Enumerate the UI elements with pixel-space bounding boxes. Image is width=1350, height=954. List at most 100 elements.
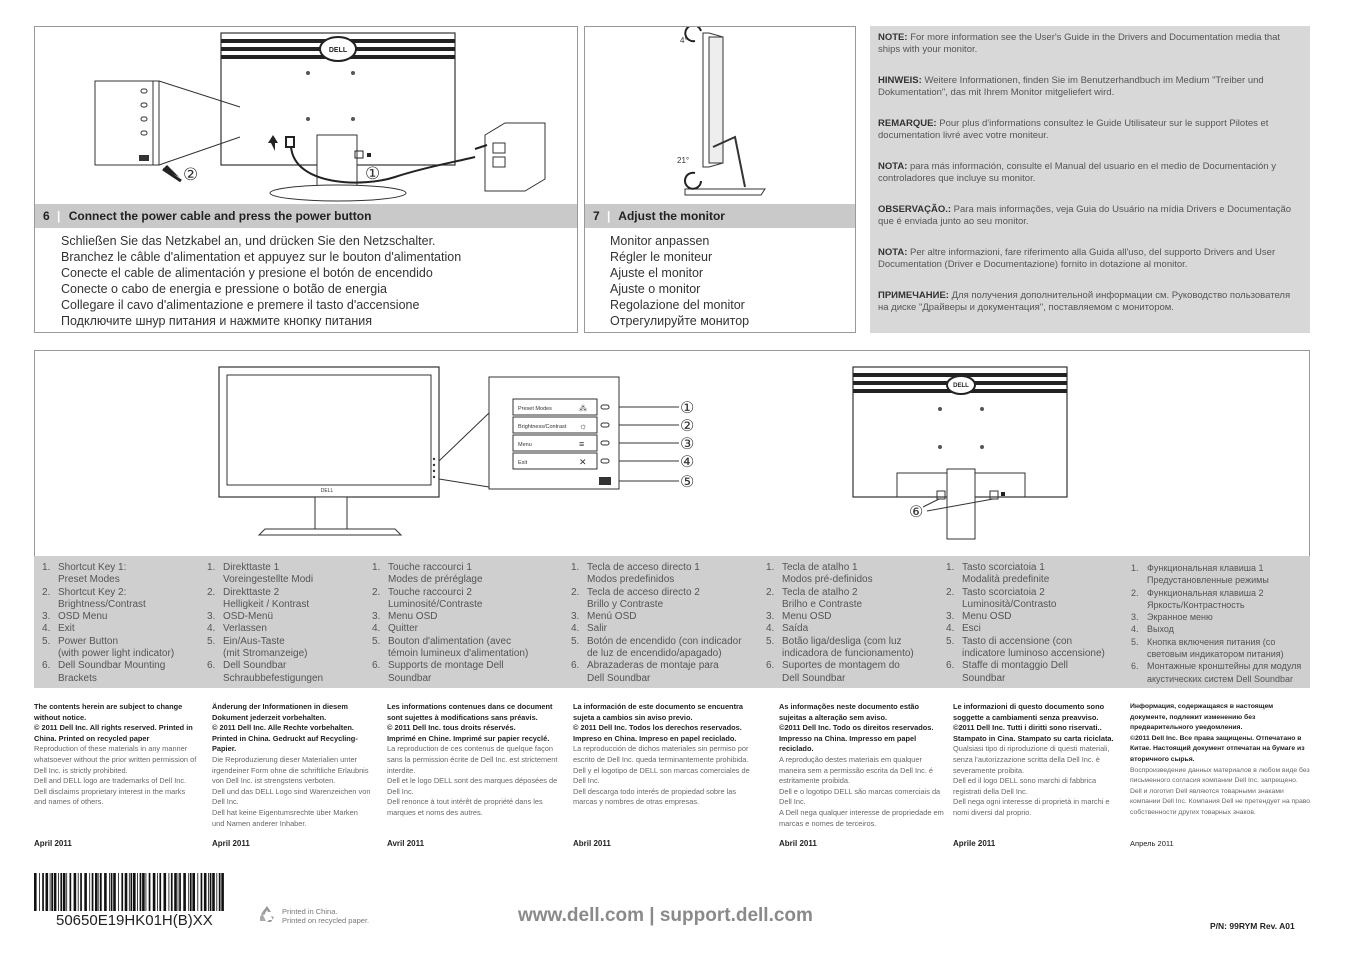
legal-ru: Информация, содержащаяся в настоящем док…	[1130, 703, 1311, 816]
legend-item: 3.Menu OSD	[372, 611, 438, 623]
osd-item-exit: Exit	[518, 460, 528, 466]
legend-item: 4.Salir	[571, 623, 608, 635]
legend-item: 4.Esci	[946, 623, 981, 635]
barcode-bar	[69, 873, 72, 911]
date-it: Aprile 2011	[953, 839, 996, 848]
step7-title: Adjust the monitor	[618, 209, 725, 223]
osd-item-brightness-contrast: Brightness/Contrast	[518, 424, 567, 430]
barcode-bar	[121, 873, 124, 911]
note-de: HINWEIS: Weitere Informationen, finden S…	[878, 75, 1264, 98]
barcode-bar	[89, 873, 91, 911]
barcode-bar	[189, 873, 192, 911]
barcode-bar	[49, 873, 51, 911]
barcode-bar	[133, 873, 136, 911]
callout-3: ③	[680, 436, 694, 453]
barcode-bar	[62, 873, 66, 911]
step6-line: Branchez le câble d'alimentation et appu…	[61, 250, 462, 264]
barcode-bar	[91, 873, 94, 911]
barcode-bar	[221, 873, 224, 911]
step6-line: Schließen Sie das Netzkabel an, und drüc…	[61, 234, 436, 248]
barcode-bar	[212, 873, 215, 911]
barcode-bar	[80, 873, 82, 911]
barcode-bar	[84, 873, 87, 911]
step7-line: Ajuste o monitor	[610, 282, 701, 296]
legend-item: 3.Menu OSD	[946, 611, 1012, 623]
callout-6: ⑥	[909, 504, 923, 521]
legal-en: The contents herein are subject to chang…	[34, 702, 197, 807]
controls-panel: DELL Preset Modes Brightness/Contrast Me…	[34, 350, 1310, 556]
barcode-bar	[73, 873, 77, 911]
barcode-bar	[152, 873, 156, 911]
menu-icon: ≡	[579, 439, 584, 449]
barcode-bar	[170, 873, 173, 911]
date-ru: Апрель 2011	[1130, 839, 1174, 848]
callout-1: ①	[680, 400, 694, 417]
barcode-bar	[66, 873, 68, 911]
note-en: NOTE: For more information see the User'…	[878, 32, 1281, 55]
legend-item: 3.Menu OSD	[766, 611, 832, 623]
date-en: April 2011	[34, 839, 72, 848]
barcode-bar	[188, 873, 190, 911]
barcode-bar	[179, 873, 181, 911]
legend-item: 4.Выход	[1131, 624, 1174, 635]
barcode-bar	[130, 873, 133, 911]
step7-line: Regolazione del monitor	[610, 298, 745, 312]
callout-2: ②	[680, 418, 694, 435]
step7-line: Régler le moniteur	[610, 250, 713, 264]
barcode-bar	[148, 873, 151, 911]
step6-translations: Schließen Sie das Netzkabel an, und drüc…	[61, 233, 461, 329]
note-it: NOTA: Per altre informazioni, fare rifer…	[878, 247, 1276, 270]
legal-it: Le informazioni di questo documento sono…	[953, 702, 1114, 817]
step6-title: Connect the power cable and press the po…	[68, 209, 372, 223]
legend-item: 4.Quitter	[372, 623, 419, 635]
barcode-bar	[163, 873, 167, 911]
barcode-bar	[137, 873, 138, 911]
step6-number: 6	[43, 209, 50, 223]
power-connection-illustration: DELL ② ①	[94, 32, 546, 202]
legal-de: Änderung der Informationen in diesem Dok…	[212, 702, 371, 828]
barcode-bar	[110, 873, 113, 911]
barcode-bar	[113, 873, 116, 911]
barcode-bar	[200, 873, 203, 911]
svg-text:DELL: DELL	[329, 47, 348, 54]
monitor-controls-illustration: DELL Preset Modes Brightness/Contrast Me…	[218, 366, 1068, 540]
barcode-number: 50650E19HK01H(B)XX	[56, 912, 213, 929]
documentation-notes: NOTE: For more information see the User'…	[870, 26, 1310, 333]
step7-panel: 4° 21° 7 | Adjust the monitor Monitor an…	[584, 26, 856, 333]
tilt-back-label: 4°	[680, 36, 688, 45]
callout-4: ④	[680, 454, 694, 471]
barcode-bar	[98, 873, 100, 911]
barcode-bar	[142, 873, 145, 911]
callout-5: ⑤	[680, 474, 694, 491]
barcode-bar	[203, 873, 207, 911]
date-pt: Abril 2011	[779, 839, 817, 848]
barcode-bar	[53, 873, 57, 911]
date-de: April 2011	[212, 839, 250, 848]
legal-pt: As informações neste documento estão suj…	[779, 702, 944, 828]
dell-website-link[interactable]: www.dell.com | support.dell.com	[518, 905, 813, 926]
step7-title-bar: 7 | Adjust the monitor	[585, 204, 855, 228]
legend-item: 3.Menú OSD	[571, 611, 637, 623]
step6-line: Conecte o cabo de energia e pressione o …	[61, 282, 387, 296]
step6-line: Подключите шнур питания и нажмите кнопку…	[61, 314, 372, 328]
barcode-bar	[45, 873, 49, 911]
legend-item: 4.Exit	[42, 623, 75, 635]
note-pt: OBSERVAÇÃO.: Para mais informações, veja…	[878, 204, 1292, 227]
